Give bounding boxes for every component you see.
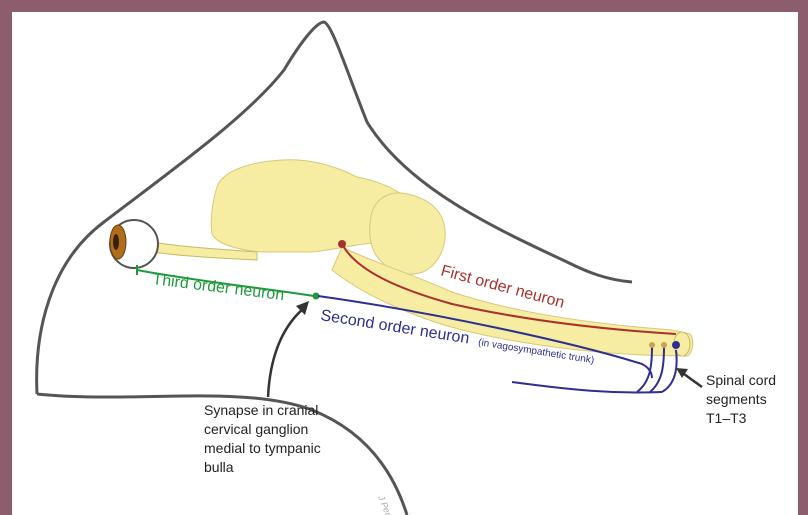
synapse-label-line1: Synapse in cranial bbox=[204, 402, 318, 418]
artist-signature: J Pender bbox=[376, 493, 400, 515]
synapse-label-line2: cervical ganglion bbox=[204, 421, 308, 437]
synapse-label-line3: medial to tympanic bbox=[204, 440, 321, 456]
spinal-label-line1: Spinal cord bbox=[706, 372, 776, 388]
spinal-neuron-dot-1 bbox=[649, 342, 655, 348]
spinal-neuron-dot-3 bbox=[672, 341, 680, 349]
spinal-label-line2: segments bbox=[706, 391, 767, 407]
third-order-label: Third order neuron bbox=[152, 271, 286, 304]
spinal-label-line3: T1–T3 bbox=[706, 410, 747, 426]
spinal-cord-label: Spinal cord segments T1–T3 bbox=[706, 372, 780, 426]
brain-cerebellum bbox=[370, 193, 446, 274]
figure-frame: First order neuron Third order neuron Se… bbox=[12, 12, 798, 515]
spinal-arrow-line bbox=[684, 374, 702, 387]
eye-icon bbox=[110, 220, 158, 268]
first-order-soma bbox=[338, 240, 346, 248]
spinal-neuron-dot-2 bbox=[661, 342, 667, 348]
synapse-arrow-line bbox=[268, 308, 304, 397]
synapse-label: Synapse in cranial cervical ganglion med… bbox=[204, 402, 325, 475]
synapse-label-line4: bulla bbox=[204, 459, 234, 475]
horner-pathway-diagram: First order neuron Third order neuron Se… bbox=[12, 12, 798, 515]
